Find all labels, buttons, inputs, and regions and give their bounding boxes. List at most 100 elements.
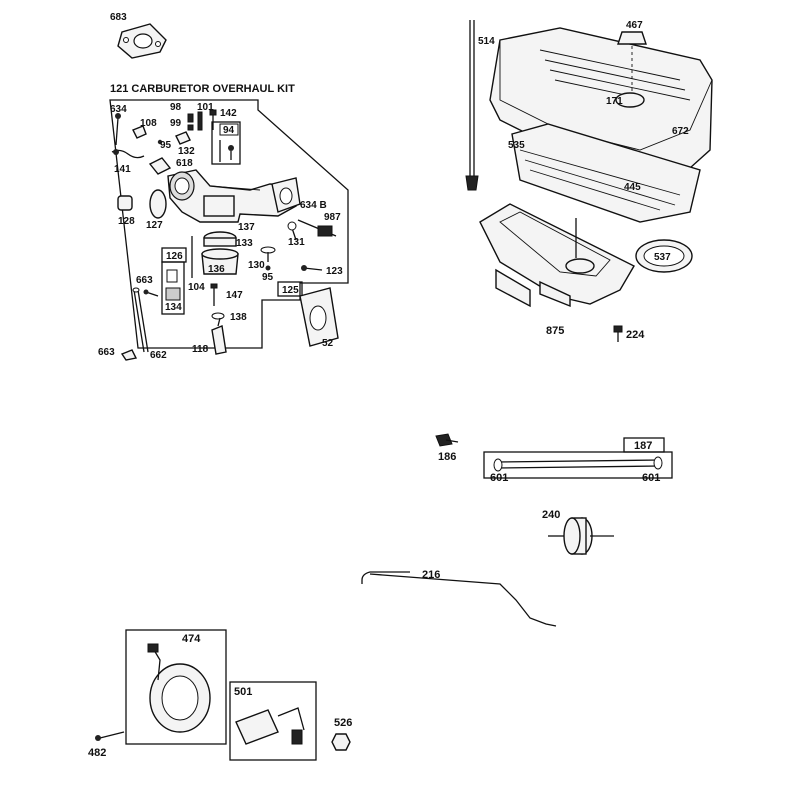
label-171: 171 (606, 96, 623, 107)
label-118: 118 (192, 344, 209, 355)
label-126: 126 (166, 251, 183, 262)
box-125 (277, 281, 303, 297)
alternator-box-474 (125, 629, 227, 745)
screw-147 (210, 283, 218, 306)
label-99: 99 (170, 118, 182, 129)
spring-141 (111, 149, 145, 159)
label-98: 98 (170, 102, 182, 113)
label-108: 108 (140, 118, 157, 129)
ball-95b (265, 265, 271, 271)
label-132: 132 (178, 146, 195, 157)
label-514: 514 (478, 36, 495, 47)
label-537: 537 (654, 252, 671, 263)
label-127: 127 (146, 220, 163, 231)
tube-662 (132, 287, 149, 353)
part-labels: 683 121 CARBURETOR OVERHAUL KIT 634 108 … (88, 12, 689, 759)
label-95a: 95 (160, 140, 172, 151)
label-186: 186 (438, 451, 456, 463)
bolt-224 (613, 325, 623, 342)
screw-131 (287, 221, 297, 241)
label-601b: 601 (642, 472, 660, 484)
label-482: 482 (88, 747, 106, 759)
ring-537 (635, 239, 693, 273)
knob-467 (617, 31, 647, 92)
label-224: 224 (626, 329, 645, 341)
label-601a: 601 (490, 472, 508, 484)
label-147: 147 (226, 290, 243, 301)
label-875: 875 (546, 325, 564, 337)
bowl-136 (201, 248, 239, 275)
label-128: 128 (118, 216, 135, 227)
lever-618 (148, 157, 172, 175)
label-125: 125 (282, 285, 299, 296)
box-134 (161, 261, 185, 315)
label-138: 138 (230, 312, 247, 323)
label-474: 474 (182, 633, 201, 645)
label-672: 672 (672, 126, 689, 137)
clip-663b (120, 349, 138, 361)
label-618: 618 (176, 158, 193, 169)
label-663b: 663 (98, 347, 115, 358)
label-137: 137 (238, 222, 255, 233)
gasket-683 (117, 23, 167, 59)
label-187: 187 (634, 440, 652, 452)
fuel-filter-240 (548, 517, 614, 555)
gasket-52 (299, 287, 339, 347)
screw-130 (260, 246, 276, 262)
fuel-line-box-187 (483, 437, 673, 479)
regulator-box-501 (229, 681, 317, 761)
bowl-gasket-128 (117, 195, 133, 211)
label-634b: 634 B (300, 200, 327, 211)
label-131: 131 (288, 237, 305, 248)
governor-link-216 (361, 571, 557, 627)
label-104: 104 (188, 282, 205, 293)
needle-634b (297, 219, 337, 237)
ball-95 (157, 139, 163, 145)
label-95b: 95 (262, 272, 274, 283)
label-663a: 663 (136, 275, 153, 286)
bolt-123 (301, 265, 323, 271)
label-101: 101 (197, 102, 214, 113)
label-142: 142 (220, 108, 237, 119)
label-987: 987 (324, 212, 341, 223)
nut-526 (331, 733, 351, 751)
label-136: 136 (208, 264, 225, 275)
carburetor-body (167, 169, 301, 223)
screw-142 (209, 109, 217, 130)
label-216: 216 (422, 569, 440, 581)
label-662: 662 (150, 350, 167, 361)
screw-118 (211, 317, 227, 355)
washer-171 (615, 92, 645, 108)
screw-663a (143, 289, 159, 297)
label-526: 526 (334, 717, 352, 729)
label-52: 52 (322, 338, 334, 349)
carburetor-section (109, 23, 349, 361)
part-box-94 (211, 121, 241, 165)
label-134: 134 (165, 302, 182, 313)
label-141: 141 (114, 164, 131, 175)
label-467: 467 (626, 20, 643, 31)
clip-132 (175, 131, 191, 145)
label-133: 133 (236, 238, 253, 249)
stud-514 (465, 20, 479, 191)
screws-98-99-101 (187, 111, 203, 131)
label-501: 501 (234, 686, 252, 698)
screw-482 (95, 731, 125, 741)
base-875 (479, 203, 635, 308)
float-133 (203, 231, 237, 247)
label-130: 130 (248, 260, 265, 271)
ring-127 (149, 189, 167, 219)
label-240: 240 (542, 509, 560, 521)
label-535: 535 (508, 140, 525, 151)
fuel-line-section (361, 433, 673, 627)
clip-108 (132, 125, 147, 139)
label-683-top: 683 (110, 12, 127, 23)
kit-title: 121 CARBURETOR OVERHAUL KIT (110, 83, 295, 95)
label-634: 634 (110, 104, 127, 115)
label-94: 94 (223, 125, 235, 136)
label-123: 123 (326, 266, 343, 277)
electrical-section (95, 629, 351, 761)
label-445: 445 (624, 182, 641, 193)
ring-138 (211, 312, 225, 320)
